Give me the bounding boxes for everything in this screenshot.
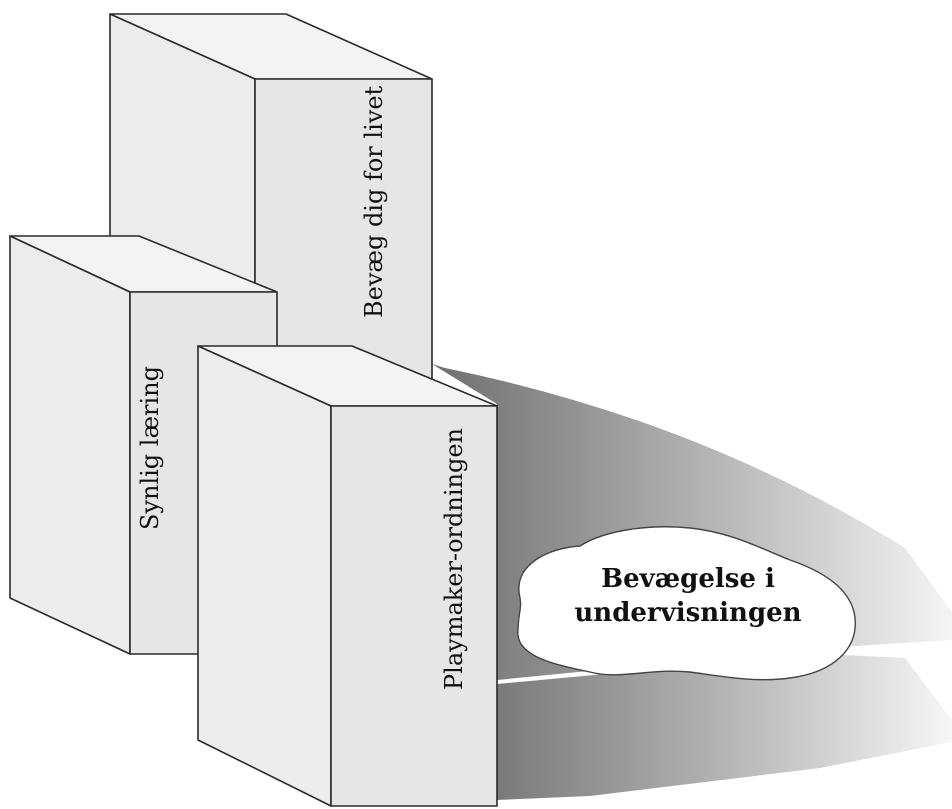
cloud-bevaegelse-i-undervisningen: Bevægelse i undervisningen (517, 526, 856, 681)
box-front-label: Playmaker-ordningen (440, 428, 468, 690)
box-front-side-face (330, 405, 498, 807)
box-playmaker-ordningen: Playmaker-ordningen (197, 345, 498, 807)
box-left-front-face (9, 235, 131, 655)
cloud-line-2: undervisningen (574, 598, 801, 628)
cloud-shape (517, 526, 856, 681)
box-front-front-face (197, 345, 332, 807)
shadow-lower (497, 654, 952, 800)
box-left-label: Synlig læring (136, 366, 164, 530)
box-back-label: Bevæg dig for livet (360, 85, 388, 318)
cloud-line-1: Bevægelse i (601, 564, 775, 594)
